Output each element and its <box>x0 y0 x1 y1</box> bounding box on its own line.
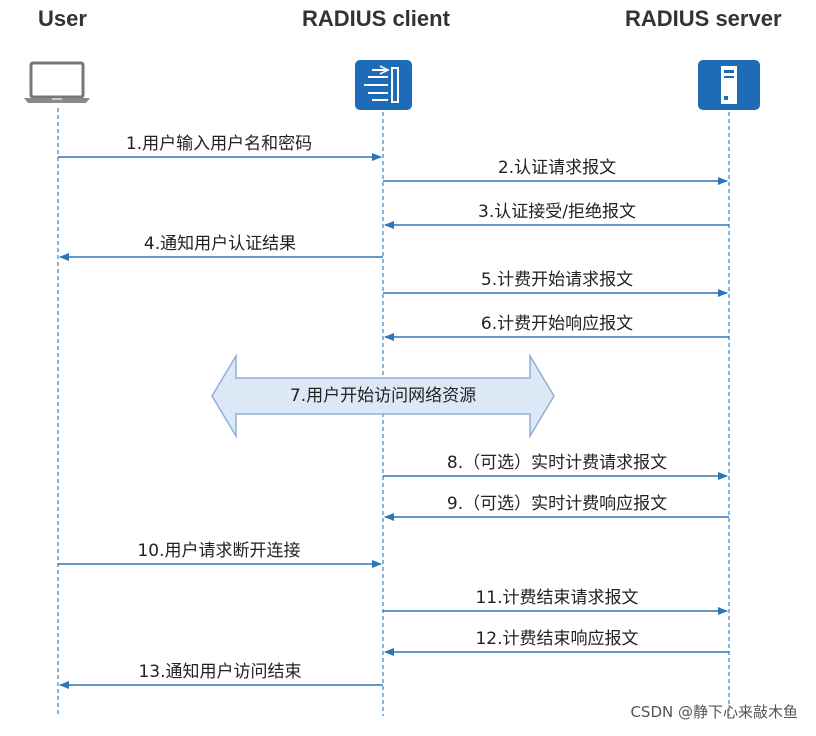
network-device-icon <box>355 60 412 110</box>
message-label-8: 8.（可选）实时计费请求报文 <box>446 453 668 473</box>
actor-title-server: RADIUS server <box>625 6 782 31</box>
message-label-10: 10.用户请求断开连接 <box>137 541 301 561</box>
message-label-11: 11.计费结束请求报文 <box>475 588 639 608</box>
actor-title-user: User <box>38 6 87 31</box>
message-label-12: 12.计费结束响应报文 <box>475 629 639 649</box>
message-label-1: 1.用户输入用户名和密码 <box>125 134 313 154</box>
network-access-double-arrow <box>211 353 555 439</box>
message-label-2: 2.认证请求报文 <box>497 158 617 178</box>
message-label-13: 13.通知用户访问结束 <box>138 662 302 682</box>
laptop-icon <box>24 61 90 103</box>
server-icon <box>698 60 760 110</box>
watermark: CSDN @静下心来敲木鱼 <box>630 703 798 721</box>
message-label-5: 5.计费开始请求报文 <box>480 270 634 290</box>
actor-title-client: RADIUS client <box>302 6 450 31</box>
message-label-4: 4.通知用户认证结果 <box>143 234 297 254</box>
message-label-3: 3.认证接受/拒绝报文 <box>478 202 636 222</box>
network-access-label: 7.用户开始访问网络资源 <box>289 386 477 406</box>
message-label-6: 6.计费开始响应报文 <box>480 314 634 334</box>
message-label-9: 9.（可选）实时计费响应报文 <box>446 494 668 514</box>
